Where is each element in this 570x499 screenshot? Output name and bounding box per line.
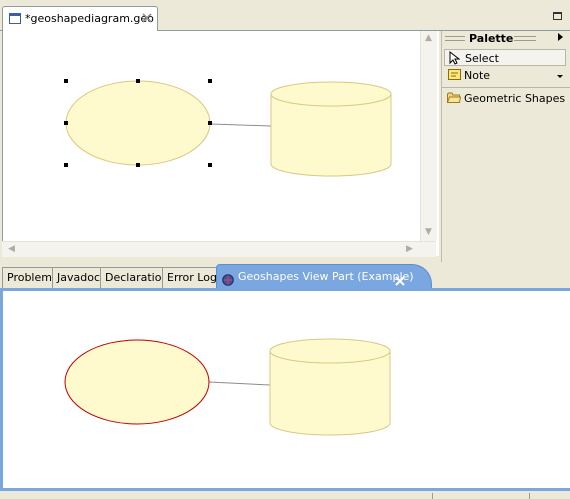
palette-item-label: Select [465,52,499,65]
active-tab-label: Geoshapes View Part (Example) [238,270,414,283]
tab-label: Javadoc [57,271,100,284]
view-ellipse-shape[interactable] [64,339,210,425]
editor-tab[interactable]: *geoshapediagram.geo [2,6,158,31]
connection-line[interactable] [210,123,272,127]
chevron-down-icon[interactable] [557,75,563,78]
tab-problems[interactable]: Problems [2,267,58,288]
view-diagram-svg [64,338,391,436]
status-divider [529,493,530,499]
selection-handles[interactable] [64,79,212,167]
status-divider [432,493,433,499]
editor-tab-bar: *geoshapediagram.geo [0,0,570,31]
editor-tab-title: *geoshapediagram.geo [25,12,154,25]
palette-grip-left [445,36,465,41]
view-tab-bar: Problems Javadoc Declaration Error Log G… [0,264,570,288]
status-bar [0,491,570,499]
palette-item-select[interactable]: Select [444,49,566,66]
palette-drawer-geometric-shapes[interactable]: Geometric Shapes [444,90,566,107]
ellipse-shape[interactable] [65,80,211,166]
palette-grip-right [514,36,536,41]
diagram-file-icon [9,13,21,27]
palette-item-label: Note [464,69,491,82]
folder-icon [446,92,462,106]
tab-declaration[interactable]: Declaration [100,267,168,288]
note-icon [448,69,461,83]
view-connection-line [208,381,271,386]
palette-header[interactable]: Palette [442,31,570,47]
scroll-left-icon[interactable]: ◀ [8,244,15,254]
tab-label: Problems [7,271,58,284]
close-x-icon[interactable] [142,13,152,26]
diagram-canvas[interactable] [2,31,439,256]
palette-title: Palette [469,32,514,45]
view-cylinder-shape[interactable] [269,338,391,436]
palette-collapse-icon[interactable] [558,33,563,41]
vertical-scrollbar[interactable]: ▲ ▼ [420,31,437,241]
close-icon[interactable] [395,271,405,295]
tab-geoshapes-view-part[interactable]: Geoshapes View Part (Example) [216,264,432,288]
palette-item-note[interactable]: Note [444,67,566,84]
diagram-svg [64,79,392,177]
geoshapes-view-icon [222,271,234,295]
tab-label: Error Log [167,271,217,284]
tab-error-log[interactable]: Error Log [162,267,217,288]
arrow-cursor-icon [449,50,461,68]
maximize-icon[interactable] [553,12,562,20]
cylinder-shape[interactable] [270,81,392,177]
palette-divider [442,87,570,88]
scroll-up-icon[interactable]: ▲ [425,33,432,43]
tab-label: Declaration [105,271,169,284]
palette-item-label: Geometric Shapes [464,92,566,105]
diagram-editor: *geoshapediagram.geo ▲ ▼ ◀ ▶ [0,0,570,262]
scroll-down-icon[interactable]: ▼ [425,227,432,237]
geoshapes-view-part[interactable] [0,288,570,491]
tab-javadoc[interactable]: Javadoc [52,267,100,288]
palette: Palette Select Note Geometric Shapes [441,31,570,262]
horizontal-scrollbar[interactable]: ◀ ▶ [2,241,436,257]
scroll-right-icon[interactable]: ▶ [406,244,413,254]
